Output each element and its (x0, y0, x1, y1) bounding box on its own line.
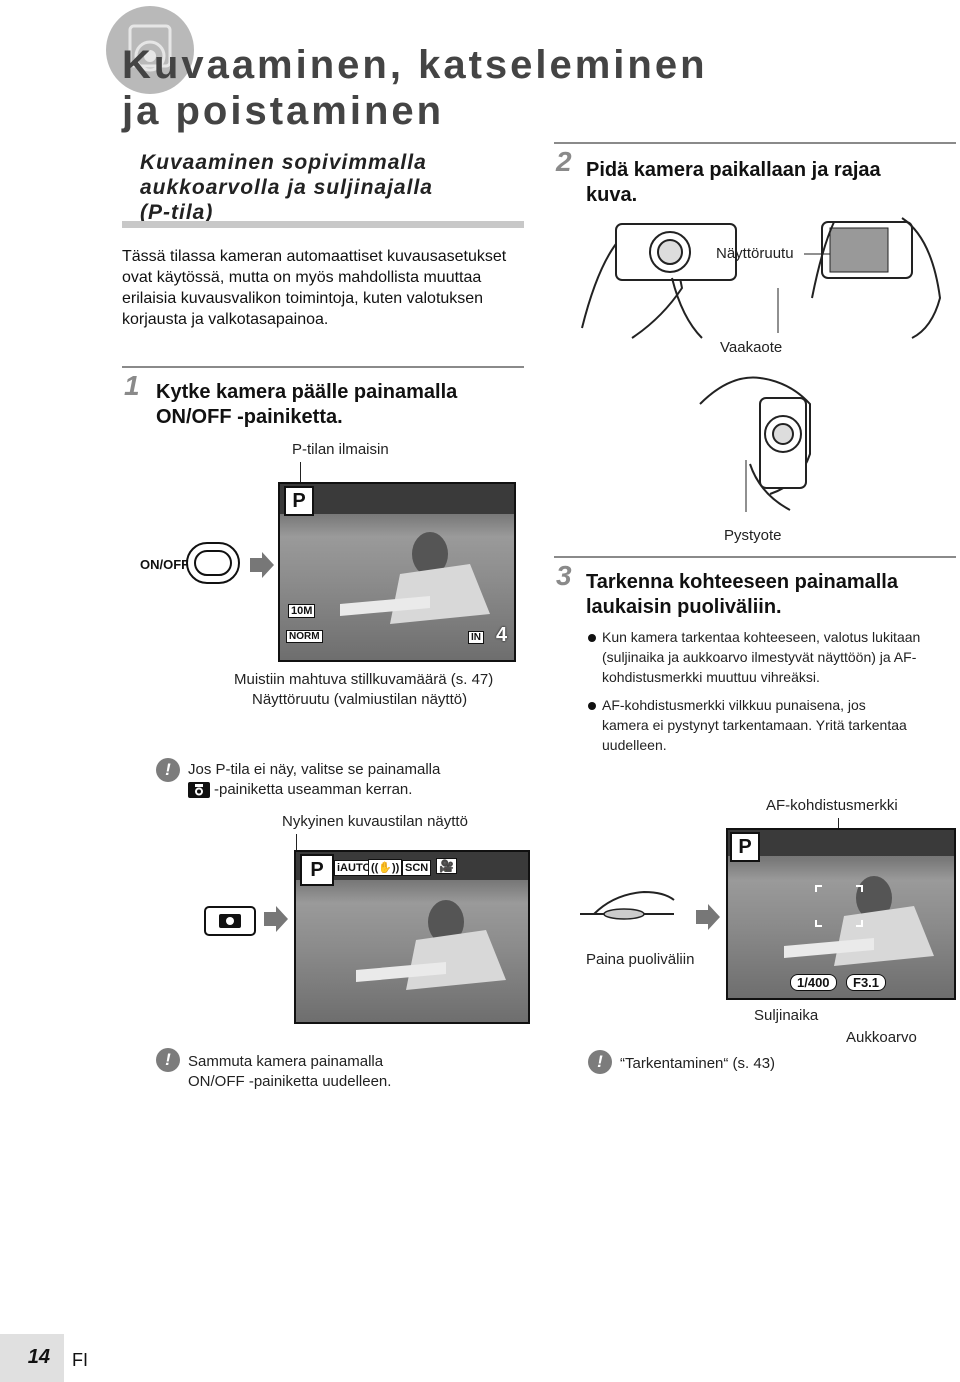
subtitle-line: aukkoarvolla ja suljinajalla (140, 176, 433, 199)
footer-page-tab (0, 1334, 64, 1382)
page-title: Kuvaaminen, katseleminen ja poistaminen (122, 42, 708, 134)
note-line: Jos P-tila ei näy, valitse se painamalla (188, 761, 441, 778)
power-off-note: Sammuta kamera painamalla ON/OFF -painik… (188, 1052, 391, 1092)
note-line: ON/OFF -painiketta uudelleen. (188, 1073, 392, 1090)
bullet-line: kamera ei pystynyt tarkentamaan. Yritä t… (602, 717, 907, 733)
arrow-right-icon (264, 906, 288, 932)
bullet-line: uudelleen. (602, 737, 667, 753)
step2-number: 2 (556, 146, 572, 177)
heading-line: Pidä kamera paikallaan ja rajaa (586, 159, 881, 181)
focus-reference-note: “Tarkentaminen“ (s. 43) (620, 1055, 776, 1072)
heading-line: Kytke kamera päälle painamalla (156, 381, 458, 403)
intro-paragraph: Tässä tilassa kameran automaattiset kuva… (122, 248, 507, 328)
title-line: Kuvaaminen, katseleminen (122, 43, 708, 87)
camera-icon (188, 782, 210, 799)
af-target-label: AF-kohdistusmerkki (766, 797, 898, 814)
language-code: FI (72, 1350, 88, 1370)
arrow-right-icon (250, 552, 274, 578)
chapter-logo (104, 4, 196, 96)
shutter-speed-label: Suljinaika (754, 1007, 819, 1024)
onoff-button (186, 542, 240, 584)
horizontal-grip-label: Vaakaote (720, 339, 783, 356)
screen-label: Näyttöruutu (716, 245, 794, 262)
note-text: -painiketta useamman kerran. (214, 781, 413, 798)
step1-number: 1 (124, 370, 140, 401)
p-indicator-leader (300, 462, 301, 484)
shutter-press-illustration (574, 884, 690, 934)
shutter-speed-display: 1/400 (790, 974, 837, 991)
arrow-right-icon (696, 904, 720, 930)
aperture-label: Aukkoarvo (846, 1029, 917, 1046)
note-line-with-icon: -painiketta useamman kerran. (188, 780, 440, 800)
horizontal-grip-illustration (572, 208, 944, 348)
heading-line: laukaisin puoliväliin. (586, 596, 782, 618)
step3-heading: Tarkenna kohteeseen painamalla laukaisin… (586, 570, 898, 620)
bullet-text: Kun kamera tarkentaa kohteeseen, valotus… (602, 627, 920, 687)
heading-line: ON/OFF -painiketta. (156, 406, 343, 428)
camera-mode-button (204, 906, 256, 936)
subtitle-line: (P-tila) (140, 201, 214, 224)
quality-indicator: NORM (286, 630, 323, 643)
heading-line: kuva. (586, 184, 638, 206)
bullet-line: AF-kohdistusmerkki vilkkuu punaisena, jo… (602, 697, 866, 713)
step3-rule (554, 556, 956, 558)
step3-number: 3 (556, 560, 572, 591)
page-number: 14 (27, 1346, 50, 1368)
p-mode-indicator: P (284, 486, 314, 516)
bullet-line: Kun kamera tarkentaa kohteeseen, valotus… (602, 629, 921, 645)
step1-rule (122, 366, 524, 368)
vertical-grip-label: Pystyote (724, 527, 782, 544)
bullet (588, 634, 596, 642)
onoff-label: ON/OFF (140, 557, 190, 572)
mode-icon-movie: 🎥 (436, 858, 457, 874)
focus-screen-photo (726, 828, 956, 1000)
current-mode-label: Nykyinen kuvaustilan näyttö (282, 813, 468, 830)
memory-indicator: IN (468, 631, 484, 644)
note-icon: ! (588, 1050, 612, 1074)
half-press-label: Paina puoliväliin (586, 951, 695, 968)
mode-icon-iauto: iAUTO (334, 860, 375, 876)
current-mode-leader (296, 834, 297, 850)
step2-rule (554, 142, 956, 144)
title-line: ja poistaminen (122, 89, 445, 133)
subtitle-underline (122, 221, 524, 228)
step2-heading: Pidä kamera paikallaan ja rajaa kuva. (586, 158, 881, 208)
subtitle-line: Kuvaaminen sopivimmalla (140, 151, 427, 174)
caption-line: Muistiin mahtuva stillkuvamäärä (s. 47) (234, 671, 494, 688)
shots-remaining: 4 (496, 624, 508, 646)
note-icon: ! (156, 758, 180, 782)
mode-icon-stabilizer: ((✋)) (368, 859, 403, 876)
step1-heading: Kytke kamera päälle painamalla ON/OFF -p… (156, 380, 457, 430)
mode-icon-p: P (300, 854, 334, 886)
bullet-text: AF-kohdistusmerkki vilkkuu punaisena, jo… (602, 695, 907, 755)
note-line: Sammuta kamera painamalla (188, 1053, 384, 1070)
section-subtitle: Kuvaaminen sopivimmalla aukkoarvolla ja … (140, 150, 433, 225)
screen-caption: Muistiin mahtuva stillkuvamäärä (s. 47) … (234, 670, 493, 710)
image-size-indicator: 10M (288, 604, 316, 618)
note-icon: ! (156, 1048, 180, 1072)
heading-line: Tarkenna kohteeseen painamalla (586, 571, 898, 593)
aperture-display: F3.1 (846, 974, 887, 991)
bullet-line: (suljinaika ja aukkoarvo ilmestyvät näyt… (602, 649, 917, 665)
vertical-grip-illustration (690, 364, 830, 516)
mode-icon-scn: SCN (402, 860, 432, 876)
bullet-line: kohdistusmerkki muuttuu vihreäksi. (602, 669, 820, 685)
p-mode-note: Jos P-tila ei näy, valitse se painamalla… (188, 760, 440, 800)
p-mode-indicator: P (730, 832, 760, 862)
caption-line: Näyttöruutu (valmiustilan näyttö) (252, 691, 468, 708)
p-indicator-label: P-tilan ilmaisin (292, 441, 389, 458)
bullet (588, 702, 596, 710)
